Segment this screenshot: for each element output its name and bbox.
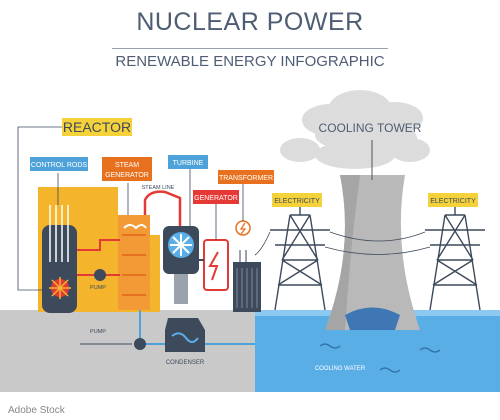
steam-line-label: STEAM LINE <box>142 185 175 191</box>
cooling-water-label: COOLING WATER <box>315 366 366 372</box>
pump-label-2: PUMP <box>90 329 106 335</box>
power-line <box>329 231 426 242</box>
condenser-label: CONDENSER <box>166 360 205 366</box>
reactor-label-bg <box>62 118 132 136</box>
condenser <box>165 330 205 352</box>
stock-watermark: Adobe Stock <box>8 405 65 416</box>
steam-generator-label-2: GENERATOR <box>105 172 149 179</box>
pump-primary <box>94 269 106 281</box>
bolt-icon <box>208 251 219 281</box>
transmission-tower-right <box>425 205 485 311</box>
transmission-tower-left <box>270 205 330 311</box>
turbine-label: TURBINE <box>173 160 204 167</box>
reactor-label: REACTOR <box>63 119 131 135</box>
generator-label: GENERATOR <box>194 195 238 202</box>
page-subtitle: RENEWABLE ENERGY INFOGRAPHIC <box>115 53 385 70</box>
pump-secondary <box>134 338 146 350</box>
steam-cloud <box>280 90 430 169</box>
page-title: NUCLEAR POWER <box>136 8 364 36</box>
electricity-label-right: ELECTRICITY <box>430 198 476 205</box>
reactor-core <box>49 277 71 299</box>
water-waves <box>319 343 441 373</box>
steam-line <box>143 190 182 230</box>
electricity-label-left: ELECTRICITY <box>274 198 320 205</box>
tower-basin <box>345 307 400 330</box>
control-rods-label: CONTROL RODS <box>31 162 87 169</box>
steam-generator-label-1: STEAM <box>115 162 139 169</box>
control-rods <box>49 205 69 262</box>
electricity-icon <box>235 220 251 236</box>
primary-loop <box>77 239 120 276</box>
pump-label-1: PUMP <box>90 285 106 291</box>
title-divider <box>112 48 388 49</box>
reactor-vessel <box>42 225 77 313</box>
cooling-tower-label: COOLING TOWER <box>319 121 422 135</box>
transformer-label: TRANSFORMER <box>219 175 273 182</box>
